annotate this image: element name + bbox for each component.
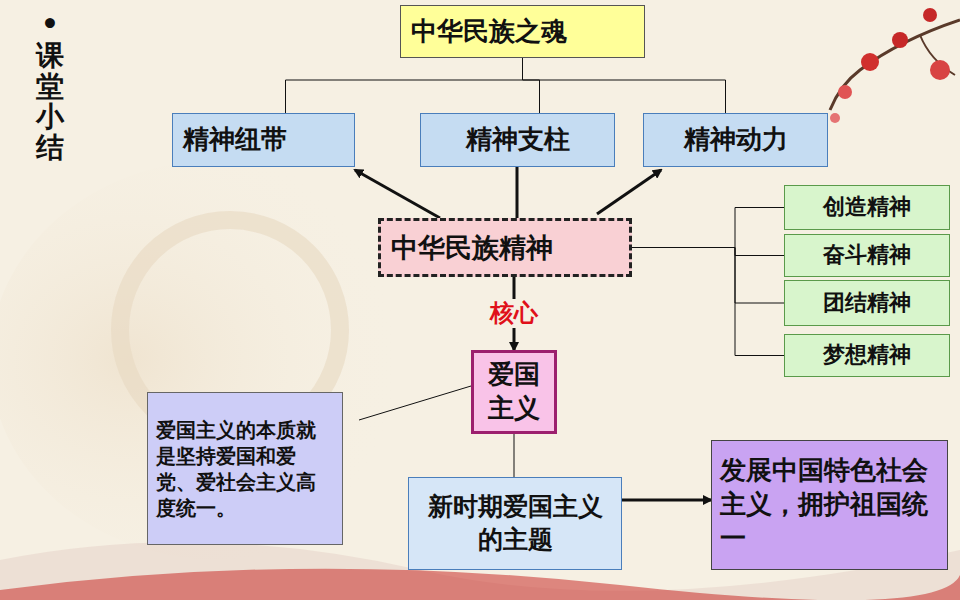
title-box: 中华民族之魂 — [400, 5, 645, 58]
connector — [632, 248, 784, 356]
node-text: 发展中国特色社会主义，拥护祖国统一 — [720, 454, 939, 555]
theme-box: 新时期爱国主义的主题 — [408, 477, 622, 570]
connector — [597, 170, 661, 214]
plum-blossom — [830, 8, 960, 123]
concept-box: 精神支柱 — [420, 113, 615, 167]
connector — [516, 167, 519, 218]
result-box: 发展中国特色社会主义，拥护祖国统一 — [711, 440, 948, 570]
core-box: 中华民族精神 — [378, 218, 632, 277]
node-text: 精神纽带 — [183, 123, 287, 157]
edge-label: 核心 — [488, 299, 540, 328]
bottom-band — [0, 569, 960, 600]
connector — [523, 58, 726, 113]
node-text: 奋斗精神 — [823, 241, 911, 270]
node-text: 精神动力 — [684, 123, 788, 157]
spirit-box: 团结精神 — [784, 280, 950, 326]
node-text: 创造精神 — [823, 193, 911, 222]
concept-box: 精神动力 — [643, 113, 828, 167]
connector — [359, 386, 471, 420]
node-text: 新时期爱国主义的主题 — [417, 491, 613, 556]
connector — [632, 248, 784, 304]
spirit-box: 梦想精神 — [784, 334, 950, 377]
node-text: 中华民族精神 — [391, 230, 553, 265]
node-text: 团结精神 — [823, 289, 911, 318]
spirit-box: 创造精神 — [784, 185, 950, 230]
slide-heading: •课堂小结 — [36, 10, 64, 164]
node-text: 中华民族之魂 — [411, 15, 567, 49]
connector — [632, 208, 784, 248]
connector — [632, 248, 784, 256]
node-text: 爱国主义的本质就是坚持爱国和爱党、爱社会主义高度统一。 — [156, 417, 334, 521]
connector — [523, 58, 540, 113]
node-text: 精神支柱 — [466, 123, 570, 157]
patriotism-box: 爱国主义 — [471, 350, 557, 434]
connector — [622, 499, 711, 502]
note-box: 爱国主义的本质就是坚持爱国和爱党、爱社会主义高度统一。 — [147, 392, 343, 545]
connector — [355, 170, 440, 218]
spirit-box: 奋斗精神 — [784, 234, 950, 277]
node-text: 梦想精神 — [823, 341, 911, 370]
connector — [286, 58, 523, 113]
node-text: 爱国主义 — [482, 358, 546, 426]
concept-box: 精神纽带 — [172, 113, 355, 167]
connector — [514, 434, 515, 477]
